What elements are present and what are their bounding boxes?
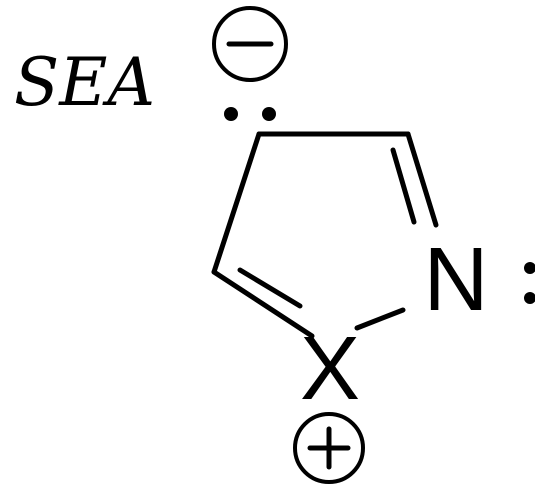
bond-c3-c2 bbox=[211, 131, 262, 275]
positive-charge-icon bbox=[293, 412, 365, 484]
nitrogen-atom: N bbox=[424, 230, 489, 330]
negative-charge-icon bbox=[212, 6, 288, 82]
lone-pair-dot bbox=[224, 107, 238, 121]
bond-c4-n bbox=[405, 131, 439, 228]
heteroatom-x: X bbox=[300, 319, 360, 419]
lone-pair-dot bbox=[524, 292, 535, 304]
ring-bonds bbox=[211, 131, 439, 339]
sea-label: SEA bbox=[14, 44, 155, 121]
bond-c2-x-inner bbox=[237, 267, 303, 309]
lone-pair-dot bbox=[524, 262, 535, 274]
bond-x-n bbox=[354, 307, 406, 331]
lone-pair-dot bbox=[262, 107, 276, 121]
carbanion-lone-pair-icon bbox=[224, 107, 276, 121]
nitrogen-lone-pair-icon bbox=[524, 262, 535, 304]
bond-c2-x bbox=[211, 269, 315, 339]
bond-c4-n-inner bbox=[390, 147, 417, 225]
